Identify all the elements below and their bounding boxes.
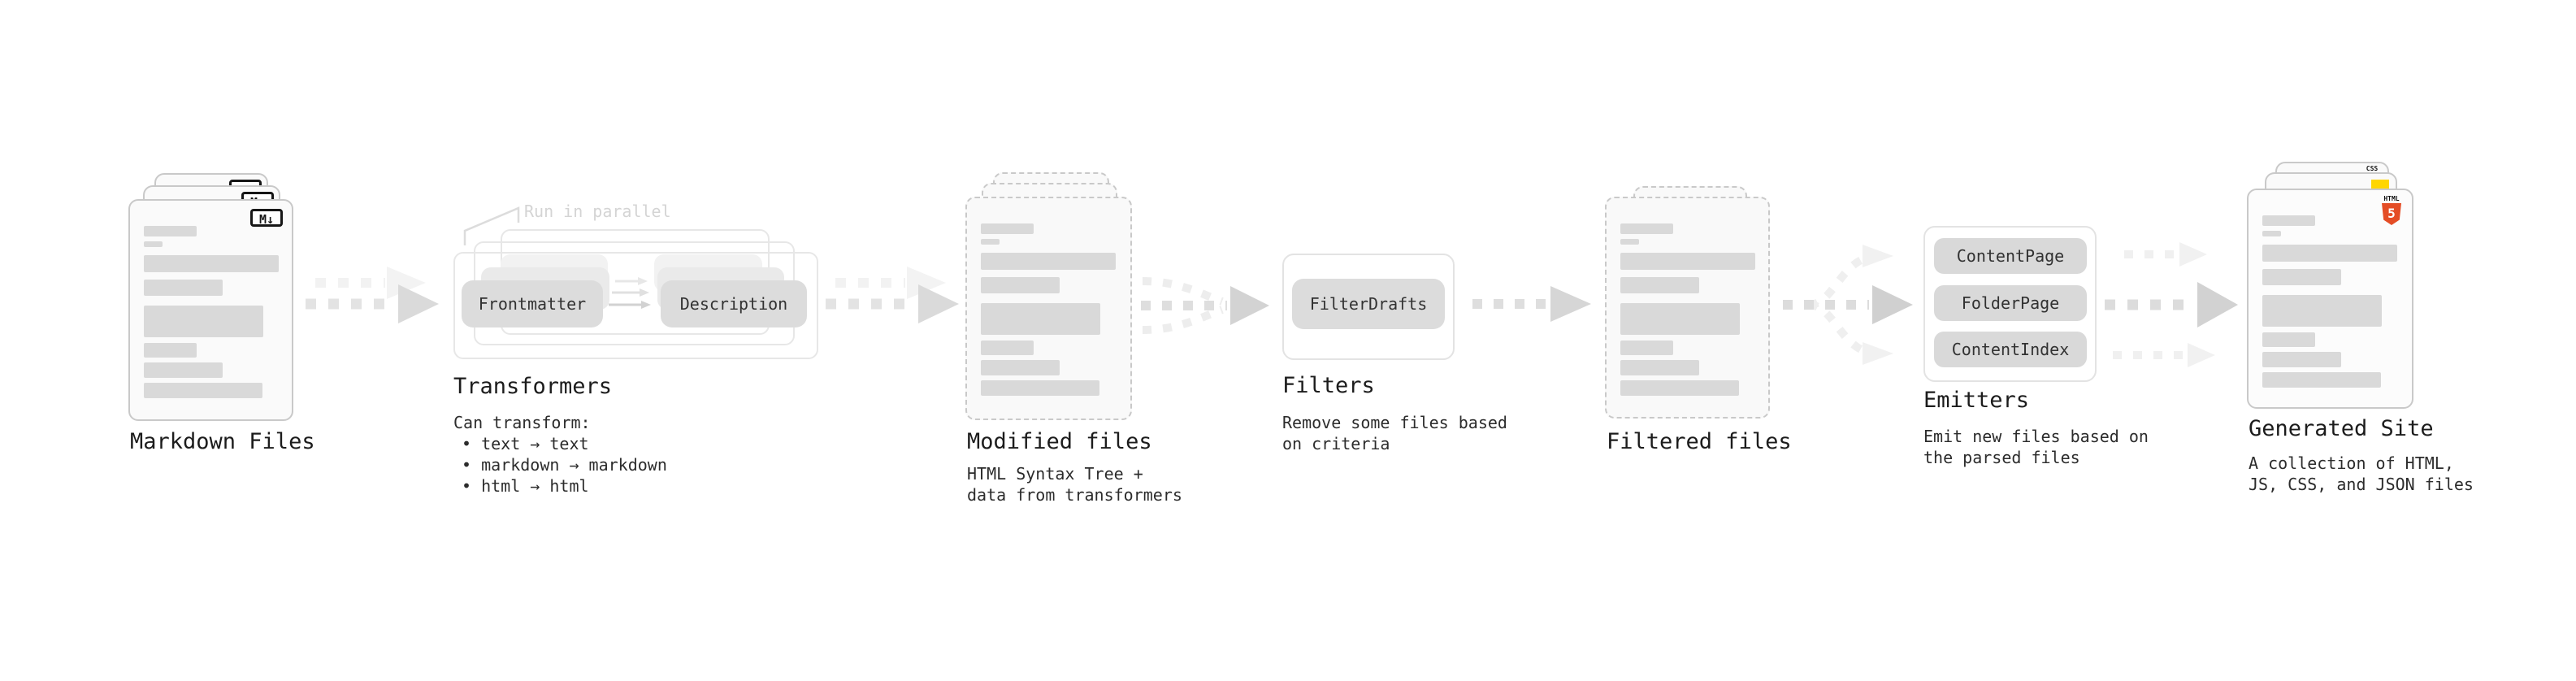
text-line-placeholder <box>981 253 1116 270</box>
modified-file-card-front <box>965 197 1132 420</box>
text-line-placeholder <box>2262 295 2382 327</box>
filter-drafts-box: FilterDrafts <box>1292 279 1445 329</box>
text-line-placeholder <box>1620 223 1673 234</box>
filtered-files-label: Filtered files <box>1607 429 1792 454</box>
markdown-files-label: Markdown Files <box>130 429 315 454</box>
text-line-placeholder <box>2262 269 2341 285</box>
transformer-run-outline-front <box>453 252 818 359</box>
text-line-placeholder <box>144 241 163 247</box>
html5-icon-shield: 5 <box>2382 203 2401 225</box>
text-line-placeholder <box>2262 332 2315 347</box>
text-line-placeholder <box>2262 352 2341 367</box>
text-line-placeholder <box>144 255 279 272</box>
text-line-placeholder <box>981 303 1100 335</box>
transformer-description-box: Description <box>661 280 807 327</box>
run-in-parallel-note: Run in parallel <box>524 202 671 221</box>
text-line-placeholder <box>981 277 1060 293</box>
text-line-placeholder <box>1620 380 1739 396</box>
text-line-placeholder <box>1620 360 1699 375</box>
parallel-flow-arrows <box>609 277 651 309</box>
desc-line: JS, CSS, and JSON files <box>2249 475 2474 494</box>
css-icon-word: CSS <box>2366 165 2379 172</box>
desc-line: data from transformers <box>967 485 1182 505</box>
text-line-placeholder <box>1620 303 1740 335</box>
text-line-placeholder <box>981 340 1034 355</box>
site-file-card-html: HTML 5 <box>2247 189 2413 409</box>
html5-icon-word: HTML <box>2383 195 2400 202</box>
text-line-placeholder <box>1620 277 1699 293</box>
html5-icon: HTML 5 <box>2381 195 2402 225</box>
desc-line: • html → html <box>462 476 589 496</box>
transformer-frontmatter-box: Frontmatter <box>462 280 603 327</box>
text-line-placeholder <box>144 306 263 337</box>
arrow-modified-to-filters <box>1141 277 1269 334</box>
markdown-icon: M↓ <box>250 209 283 227</box>
desc-line: on criteria <box>1282 434 1390 453</box>
text-line-placeholder <box>1620 253 1755 270</box>
emitters-description: Emit new files based on the parsed files <box>1923 426 2149 468</box>
modified-files-label: Modified files <box>967 429 1152 454</box>
emitter-folderpage-box: FolderPage <box>1934 285 2087 321</box>
text-line-placeholder <box>2262 231 2281 236</box>
note-leader-line <box>463 206 520 245</box>
filtered-file-card-front <box>1605 197 1770 419</box>
arrow-transformers-to-modified <box>826 267 959 323</box>
arrow-markdown-to-transformers <box>306 267 439 323</box>
transformers-label: Transformers <box>453 374 613 399</box>
text-line-placeholder <box>2262 245 2397 262</box>
text-line-placeholder <box>2262 215 2315 226</box>
text-line-placeholder <box>981 360 1060 375</box>
desc-line: HTML Syntax Tree + <box>967 464 1143 484</box>
desc-line: Emit new files based on <box>1923 427 2149 446</box>
text-line-placeholder <box>1620 239 1639 245</box>
desc-line: • markdown → markdown <box>462 455 667 475</box>
desc-line: the parsed files <box>1923 448 2080 467</box>
emitter-contentindex-box: ContentIndex <box>1934 332 2087 367</box>
arrow-filters-to-filtered <box>1472 286 1591 322</box>
arrow-filtered-to-emitters <box>1783 245 1913 365</box>
text-line-placeholder <box>144 383 262 398</box>
desc-line: Remove some files based <box>1282 413 1507 432</box>
text-line-placeholder <box>144 343 197 358</box>
text-line-placeholder <box>981 380 1099 396</box>
generated-site-description: A collection of HTML, JS, CSS, and JSON … <box>2249 453 2474 495</box>
generated-site-label: Generated Site <box>2249 416 2434 441</box>
text-line-placeholder <box>144 280 223 296</box>
filters-description: Remove some files based on criteria <box>1282 412 1507 454</box>
filters-label: Filters <box>1282 373 1375 398</box>
text-line-placeholder <box>1620 340 1673 355</box>
text-line-placeholder <box>981 239 1000 245</box>
emitters-label: Emitters <box>1923 388 2030 413</box>
modified-files-description: HTML Syntax Tree + data from transformer… <box>967 463 1182 505</box>
desc-line: • text → text <box>462 434 589 453</box>
text-line-placeholder <box>981 223 1034 234</box>
js-icon <box>2371 180 2389 189</box>
text-line-placeholder <box>144 362 223 378</box>
text-line-placeholder <box>2262 372 2381 388</box>
desc-line: Can transform: <box>453 413 591 432</box>
desc-line: A collection of HTML, <box>2249 453 2454 473</box>
text-line-placeholder <box>144 226 197 236</box>
emitter-contentpage-box: ContentPage <box>1934 238 2087 274</box>
arrow-emitters-to-site <box>2105 242 2238 367</box>
transformers-description: Can transform: • text → text • markdown … <box>453 412 667 497</box>
markdown-file-card-front: M↓ <box>128 199 293 421</box>
